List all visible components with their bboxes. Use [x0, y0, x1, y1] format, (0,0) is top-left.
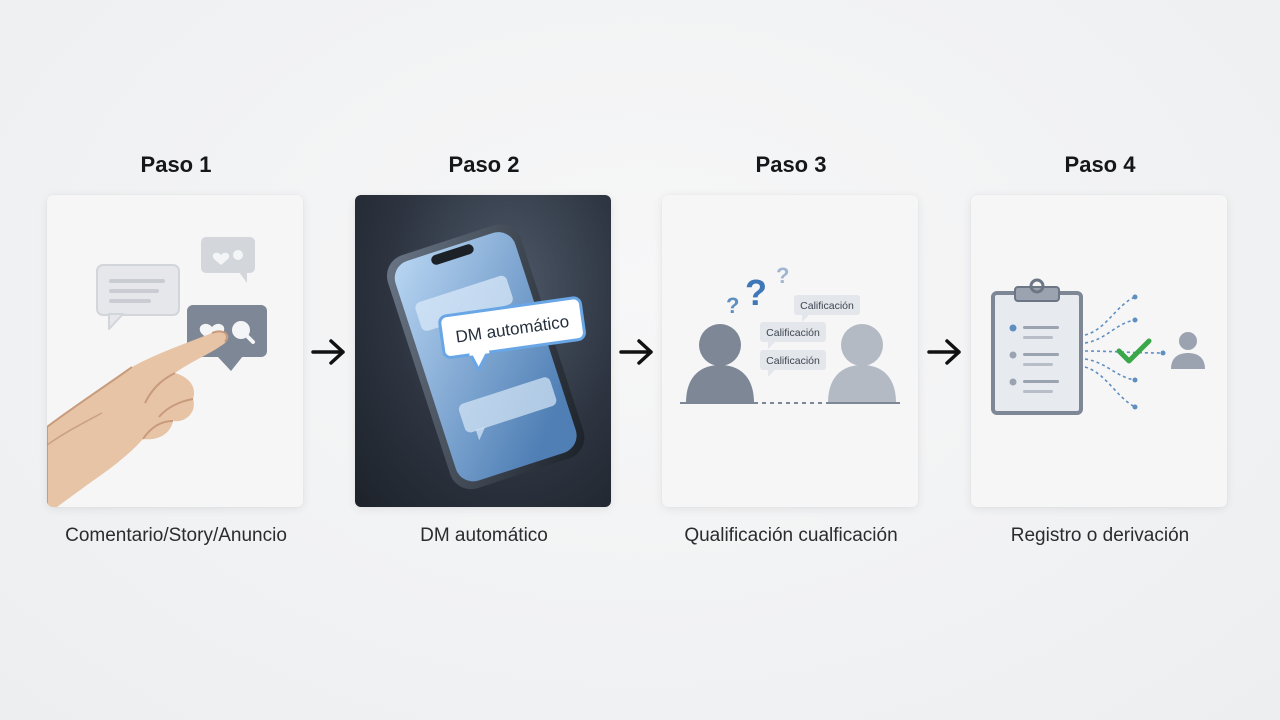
question-mark-icon: ? — [726, 293, 739, 318]
question-mark-icon: ? — [776, 263, 789, 288]
step-4-card — [971, 195, 1227, 507]
svg-text:Calificación: Calificación — [766, 327, 820, 339]
step-1-card — [47, 195, 303, 507]
arrow-right-icon — [619, 339, 653, 365]
person-icon — [1171, 332, 1205, 369]
dm-bubble: DM automático — [438, 296, 586, 372]
step-2: Paso 2 — [355, 150, 613, 546]
question-mark-icon: ? — [745, 272, 767, 313]
arrow-right-icon — [311, 339, 345, 365]
pointing-hand-icon — [47, 330, 229, 507]
step-4: Paso 4 — [971, 150, 1229, 546]
step-1: Paso 1 — [47, 150, 305, 546]
qualification-illustration: ? ? ? Calificación Calificació — [680, 263, 900, 404]
comment-illustration — [47, 237, 267, 507]
routing-illustration — [991, 278, 1205, 415]
svg-text:Calificación: Calificación — [766, 355, 820, 367]
step-4-title: Paso 4 — [1064, 152, 1136, 177]
clipboard-icon — [991, 278, 1083, 415]
qualification-tag: Calificación — [760, 350, 826, 377]
flow-endpoints — [1132, 294, 1166, 410]
step-2-card: DM automático — [355, 195, 611, 507]
step-3: Paso 3 ? ? ? Calificación — [662, 150, 920, 546]
step-3-card: ? ? ? Calificación Calificació — [662, 195, 918, 507]
person-icon — [828, 324, 896, 403]
comment-bubble-icon — [96, 264, 180, 330]
step-1-title: Paso 1 — [140, 152, 212, 177]
heart-bubble-icon — [201, 237, 255, 283]
arrow-right-icon — [927, 339, 961, 365]
step-2-caption: DM automático — [420, 525, 548, 546]
step-2-title: Paso 2 — [448, 152, 520, 177]
phone-illustration: DM automático — [386, 224, 586, 490]
qualification-tag: Calificación — [760, 322, 826, 349]
qualification-tag: Calificación — [794, 295, 860, 322]
svg-text:Calificación: Calificación — [800, 300, 854, 312]
step-3-caption: Qualificación cualficación — [684, 525, 898, 546]
step-1-caption: Comentario/Story/Anuncio — [65, 525, 287, 546]
step-3-title: Paso 3 — [755, 152, 827, 177]
check-icon — [1116, 338, 1152, 364]
flow-lines — [1084, 296, 1164, 408]
step-4-caption: Registro o derivación — [1010, 525, 1190, 546]
person-icon — [686, 324, 754, 403]
